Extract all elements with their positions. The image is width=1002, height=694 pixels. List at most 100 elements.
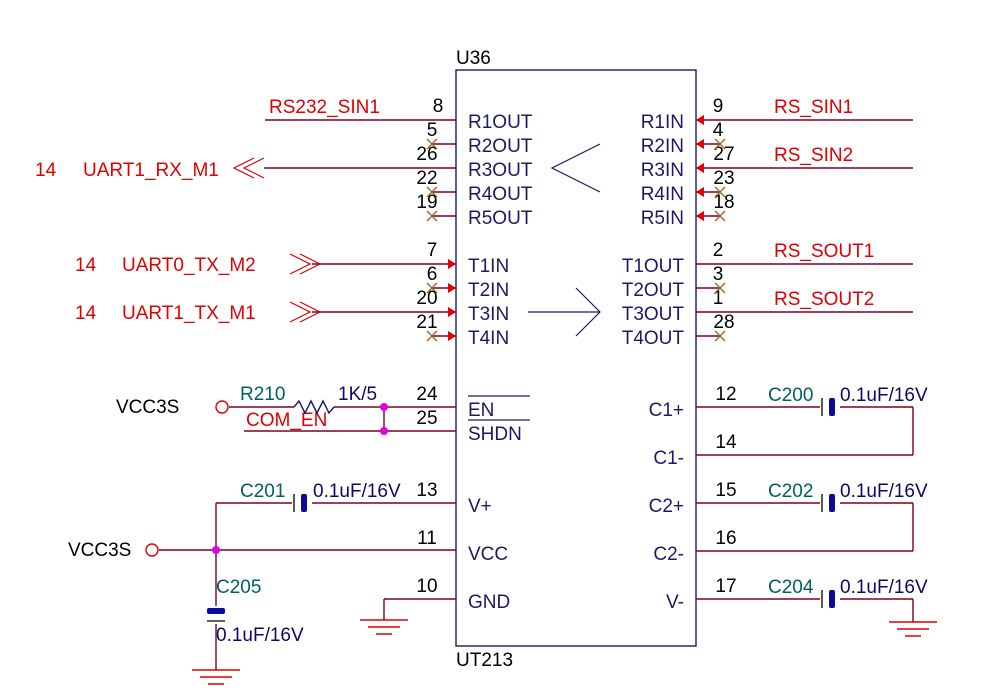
pin-name-c1plus: C1+ (649, 400, 684, 421)
capacitor-plate-icon (207, 608, 225, 614)
pin-name-c2plus: C2+ (649, 496, 684, 517)
junction-dot (380, 403, 388, 411)
ground-icon (192, 669, 240, 685)
pin-name-r4in: R4IN (641, 184, 684, 205)
nc-mark-pin6 (426, 282, 438, 294)
pin-name-shdn: SHDN (468, 424, 522, 445)
pin-number-16: 16 (715, 528, 736, 549)
net-label-rs-sin1: RS_SIN1 (774, 97, 853, 118)
junction-dot (380, 427, 388, 435)
arrow-icon (696, 115, 704, 125)
pin-number-11: 11 (417, 528, 437, 549)
pin-name-gnd: GND (468, 592, 510, 613)
pin-number-3: 3 (713, 264, 724, 285)
pin-name-vplus: V+ (468, 496, 492, 517)
pin-name-t1out: T1OUT (622, 256, 685, 277)
pin-name-r1in: R1IN (641, 112, 684, 133)
sheet-ref-uart1-tx-m1: 14 (75, 303, 97, 324)
arrow-icon (448, 283, 456, 293)
power-port-icon (145, 543, 159, 557)
net-label-rs-sin2: RS_SIN2 (774, 145, 853, 166)
pin-number-28: 28 (713, 312, 734, 333)
pin-name-vcc: VCC (468, 544, 508, 565)
pin-number-21: 21 (416, 312, 437, 333)
pin-number-12: 12 (715, 384, 736, 405)
pin-name-t2in: T2IN (468, 280, 509, 301)
pin-number-17: 17 (715, 576, 736, 597)
left-pin-names: R1OUT R2OUT R3OUT R4OUT R5OUT T1IN T2IN … (468, 112, 533, 613)
ic-body-u36[interactable] (455, 69, 697, 647)
arrow-icon (696, 139, 704, 149)
nc-mark-pin23 (714, 186, 726, 198)
pin-number-2: 2 (713, 240, 724, 261)
ic-part-number: UT213 (456, 650, 513, 671)
capacitor-c204[interactable]: C204 0.1uF/16V (768, 577, 928, 608)
pin-name-r3in: R3IN (641, 160, 684, 181)
nc-mark-pin3 (714, 282, 726, 294)
sheet-ref-uart0-tx-m2: 14 (75, 255, 97, 276)
ground-icon (889, 621, 937, 637)
pin-name-r4out: R4OUT (468, 184, 533, 205)
net-label-uart1-tx-m1: UART1_TX_M1 (122, 303, 256, 324)
nc-mark-pin4 (714, 138, 726, 150)
capacitor-c201[interactable]: C201 0.1uF/16V (240, 481, 401, 512)
capacitor-plate-icon (829, 590, 835, 608)
pin-number-7: 7 (427, 240, 438, 261)
arrow-icon (448, 307, 456, 317)
nc-mark-pin18 (714, 210, 726, 222)
offpage-output-flag-icon (289, 253, 322, 275)
pin-number-27: 27 (713, 144, 734, 165)
r210-ref: R210 (240, 384, 285, 405)
capacitor-c200[interactable]: C200 0.1uF/16V (768, 385, 928, 416)
c201-ref: C201 (240, 481, 285, 502)
pin-number-24: 24 (416, 384, 438, 405)
resistor-r210-icon[interactable] (293, 399, 335, 415)
pin-name-r1out: R1OUT (468, 112, 533, 133)
pin-number-9: 9 (713, 96, 724, 117)
junction-dots (212, 403, 388, 554)
arrow-icon (448, 259, 456, 269)
pin-number-15: 15 (715, 480, 736, 501)
right-pin-numbers: 9 4 27 23 18 2 3 1 28 12 14 15 16 17 (713, 96, 737, 597)
net-label-rs232-sin1: RS232_SIN1 (269, 97, 380, 118)
nc-mark-pin5 (426, 138, 438, 150)
pin-number-14: 14 (715, 432, 737, 453)
arrow-icon (696, 163, 704, 173)
pin-name-t3in: T3IN (468, 304, 509, 325)
pin-number-6: 6 (427, 264, 438, 285)
c200-value: 0.1uF/16V (840, 385, 928, 406)
pin-number-4: 4 (713, 120, 724, 141)
pin-name-r5in: R5IN (641, 208, 684, 229)
pin-name-r3out: R3OUT (468, 160, 533, 181)
pin-number-10: 10 (416, 576, 437, 597)
pin-number-13: 13 (416, 480, 437, 501)
capacitor-plate-icon (301, 494, 307, 512)
pin-name-c2minus: C2- (653, 544, 684, 565)
pin-number-20: 20 (416, 288, 437, 309)
c202-value: 0.1uF/16V (840, 481, 928, 502)
pin-name-vminus: V- (666, 592, 684, 613)
pin-name-t4out: T4OUT (622, 328, 685, 349)
power-label-vcc3s-bottom: VCC3S (68, 540, 131, 561)
pin-number-5: 5 (427, 120, 438, 141)
pin-name-t3out: T3OUT (622, 304, 685, 325)
offpage-input-flag-icon (232, 157, 265, 179)
no-connect-marks (426, 138, 726, 342)
right-pin-names: R1IN R2IN R3IN R4IN R5IN T1OUT T2OUT T3O… (622, 112, 685, 613)
pin-name-t2out: T2OUT (622, 280, 685, 301)
pin-name-r5out: R5OUT (468, 208, 533, 229)
arrow-icon (696, 211, 704, 221)
capacitor-c202[interactable]: C202 0.1uF/16V (768, 481, 928, 512)
net-label-rs-sout1: RS_SOUT1 (774, 241, 874, 262)
ground-icon (360, 619, 408, 635)
net-label-uart0-tx-m2: UART0_TX_M2 (122, 255, 256, 276)
c205-ref: C205 (216, 577, 261, 598)
power-label-vcc3s-top: VCC3S (116, 397, 179, 418)
net-label-rs-sout2: RS_SOUT2 (774, 289, 874, 310)
c204-value: 0.1uF/16V (840, 577, 928, 598)
capacitor-c205[interactable]: C205 0.1uF/16V (207, 577, 304, 646)
c202-ref: C202 (768, 481, 813, 502)
net-labels: RS232_SIN1 RS_SIN1 RS_SIN2 RS_SOUT1 RS_S… (35, 97, 874, 431)
pin-name-r2out: R2OUT (468, 136, 533, 157)
